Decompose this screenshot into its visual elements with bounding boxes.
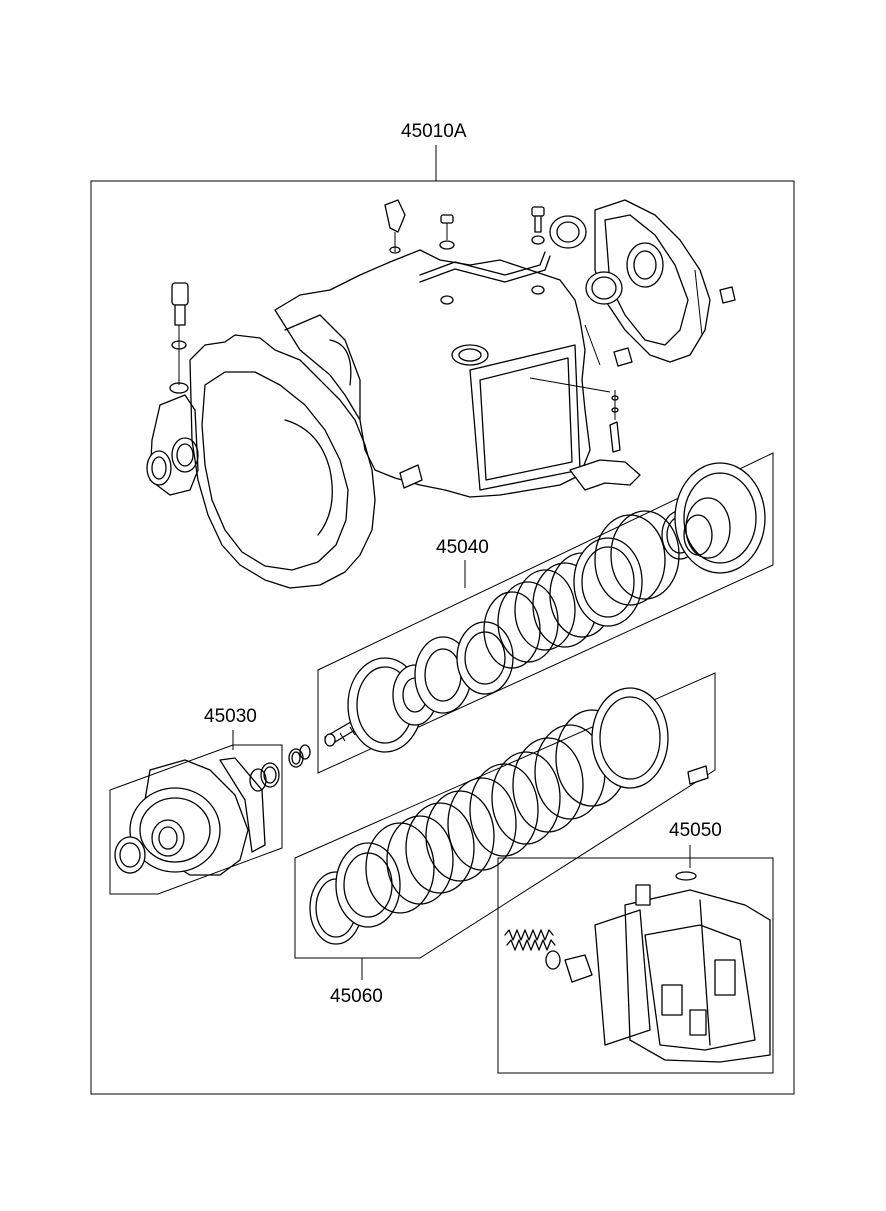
valve-body-illustration (504, 871, 771, 1063)
callout-45010a: 45010A (401, 121, 467, 142)
assembly-frame (90, 180, 795, 1095)
transaxle-case-illustration (146, 199, 736, 589)
callout-45040: 45040 (436, 537, 489, 558)
callout-45030: 45030 (204, 706, 257, 727)
clutch-illustration (324, 462, 766, 753)
brake-illustration (309, 687, 709, 945)
pump-illustration (114, 757, 280, 876)
seal-rings-illustration (288, 744, 311, 768)
callout-45060: 45060 (330, 986, 383, 1007)
clutch-group-frame (317, 452, 774, 774)
valve-body-group-frame (497, 857, 774, 1074)
callout-45050: 45050 (669, 820, 722, 841)
